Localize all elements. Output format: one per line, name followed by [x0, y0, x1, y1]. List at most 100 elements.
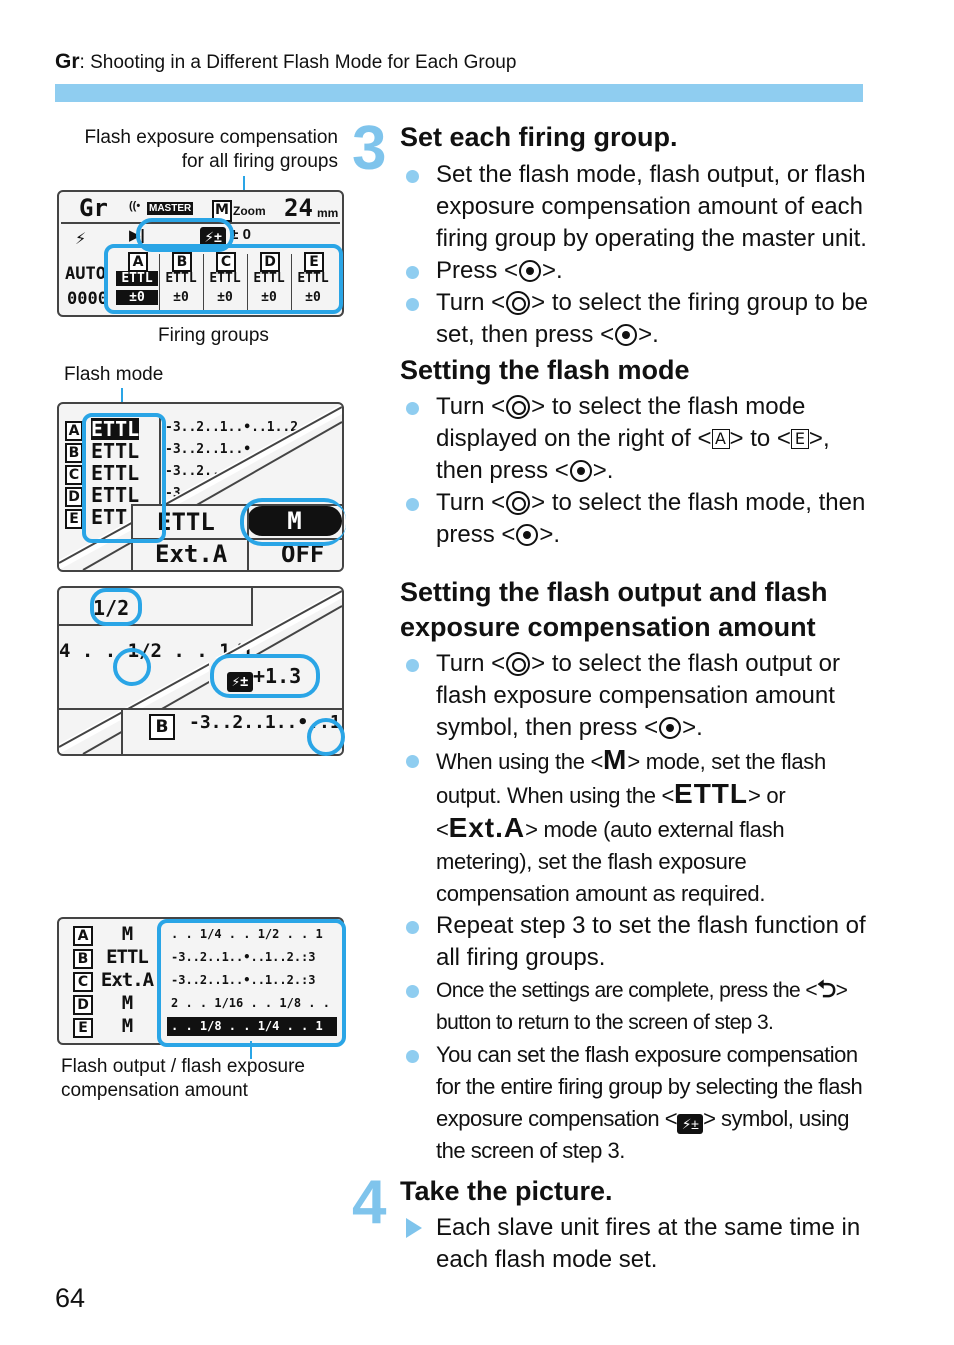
running-header: Gr: Shooting in a Different Flash Mode f… [55, 50, 516, 74]
flash-mode-bullets: Turn <> to select the flash mode display… [400, 391, 870, 551]
option-ext-a: Ext.A [155, 540, 228, 568]
group-mode: M [121, 923, 133, 945]
bullet-text: >. [682, 714, 703, 741]
group-a-icon: A [711, 429, 730, 449]
bullet-text: > mode (auto external flash metering), s… [436, 817, 785, 906]
lcd-divider [203, 254, 204, 310]
group-mode: ETTL [91, 417, 140, 441]
bullet-text: > symbol, using the screen of step 3. [436, 1106, 850, 1163]
set-button-icon [659, 717, 682, 739]
group-comp-scale: -3..2..1..•..1..2 [189, 712, 342, 733]
group-comp: ±0 [305, 290, 321, 305]
leader-line [250, 1041, 252, 1059]
bullet-text: Turn < [436, 393, 506, 420]
step-heading: Set each firing group. [400, 122, 678, 152]
callout-flash-mode: Flash mode [64, 364, 164, 385]
manual-mode-symbol: M [603, 744, 628, 775]
header-bar [55, 84, 863, 102]
group-mode: ETTL [297, 271, 329, 286]
group-letter-box: D [73, 995, 93, 1015]
set-button-icon [516, 524, 539, 546]
bullet-text: > to < [729, 425, 791, 452]
bullet-text: > to select the flash output or flash ex… [436, 650, 840, 741]
manual-option-highlight [240, 498, 346, 546]
set-button-icon [519, 260, 542, 282]
bullet-text: >. [592, 457, 614, 484]
subheading: Setting the flash mode [400, 355, 690, 385]
bullet-text: >. [542, 257, 563, 284]
output-comp-highlight [157, 919, 346, 1047]
bullet-text: You can set the flash exposure compensat… [436, 1042, 863, 1131]
bullet: When using the <M> mode, set the flash o… [400, 744, 870, 910]
group-letter-box: C [216, 252, 236, 272]
group-e-icon: E [790, 429, 809, 449]
bullet: Turn <> to select the flash mode display… [400, 391, 870, 487]
callout-total-comp: Flash exposure compensation for all firi… [84, 127, 338, 172]
ettl-mode-symbol: ETTL [674, 778, 749, 809]
comp-scale: -3..2..1..• [165, 442, 252, 457]
section-code: Gr [55, 50, 80, 73]
header-title: : Shooting in a Different Flash Mode for… [79, 52, 517, 73]
bullet-text: When using the < [436, 749, 604, 774]
group-comp: ±0 [173, 290, 189, 305]
flash-mode-highlight [82, 413, 166, 543]
page-curl-diagonal [59, 404, 342, 570]
set-button-icon [615, 324, 638, 346]
group-mode: ETTL [91, 483, 140, 507]
bullet-text: > to select the firing group to be set, … [436, 289, 869, 348]
group-letter-box: A [128, 252, 148, 272]
bullet-text: > or < [436, 783, 786, 842]
group-letter-box: B [73, 949, 93, 969]
result-item: Each slave unit fires at the same time i… [400, 1212, 870, 1276]
output-scale: -3..2..1..•..1..2.:3 [171, 950, 316, 964]
dial-icon [506, 291, 531, 315]
result-text: Each slave unit fires at the same time i… [436, 1214, 861, 1273]
lcd-divider [159, 254, 160, 310]
bullet: Turn <> to select the flash mode, then p… [400, 487, 870, 551]
group-mode: ETTL [165, 271, 197, 286]
scale-pointer-highlight [113, 648, 151, 686]
bullet-text: > to select the flash mode, then press < [436, 489, 866, 548]
step-number: 3 [352, 114, 387, 183]
group-comp: ±0 [261, 290, 277, 305]
output-value-highlight [90, 588, 142, 626]
option-ettl: ETTL [157, 508, 215, 536]
focal-unit: mm [317, 206, 339, 220]
comp-readout: ⚡±+1.3 [227, 664, 301, 692]
step4-result: Each slave unit fires at the same time i… [400, 1212, 870, 1276]
lcd-mode: Gr [79, 194, 108, 222]
step3-bullets: Set the flash mode, flash output, or fla… [400, 159, 870, 351]
master-badge: MASTER [147, 202, 194, 215]
lcd-divider [61, 222, 340, 224]
bullet-text: Turn < [436, 650, 506, 677]
lcd-divider [251, 588, 253, 626]
group-mode: ETTL [91, 461, 140, 485]
group-mode: ETTL [209, 271, 241, 286]
bullet-text: > mode, set the flash output. When using… [436, 749, 826, 808]
comp-value-highlight [210, 654, 320, 698]
comp-scale: -3..2.. [165, 464, 220, 479]
bullet: Turn <> to select the flash output or fl… [400, 648, 870, 744]
step-heading: Take the picture. [400, 1176, 613, 1206]
bullet-text: Turn < [436, 289, 506, 316]
bullet-text: Set the flash mode, flash output, or fla… [436, 161, 867, 252]
bullet: Turn <> to select the firing group to be… [400, 287, 870, 351]
subheading: Setting the flash output and flash expos… [400, 577, 828, 642]
bullet-text: Turn < [436, 489, 506, 516]
comp-value: +1.3 [253, 664, 302, 688]
step-number: 4 [352, 1168, 387, 1237]
callout-output-comp: Flash output / flash exposure compensati… [61, 1056, 305, 1101]
group-letter-box: B [65, 443, 83, 463]
flash-comp-icon: ⚡± [677, 1114, 704, 1134]
ext-a-mode-symbol: Ext.A [448, 812, 526, 843]
flash-icon: ⚡ [75, 231, 87, 248]
bullet: Once the settings are complete, press th… [400, 974, 870, 1039]
output-scale: 2 . . 1/16 . . 1/8 . . [171, 996, 330, 1010]
lcd-divider [159, 418, 161, 532]
